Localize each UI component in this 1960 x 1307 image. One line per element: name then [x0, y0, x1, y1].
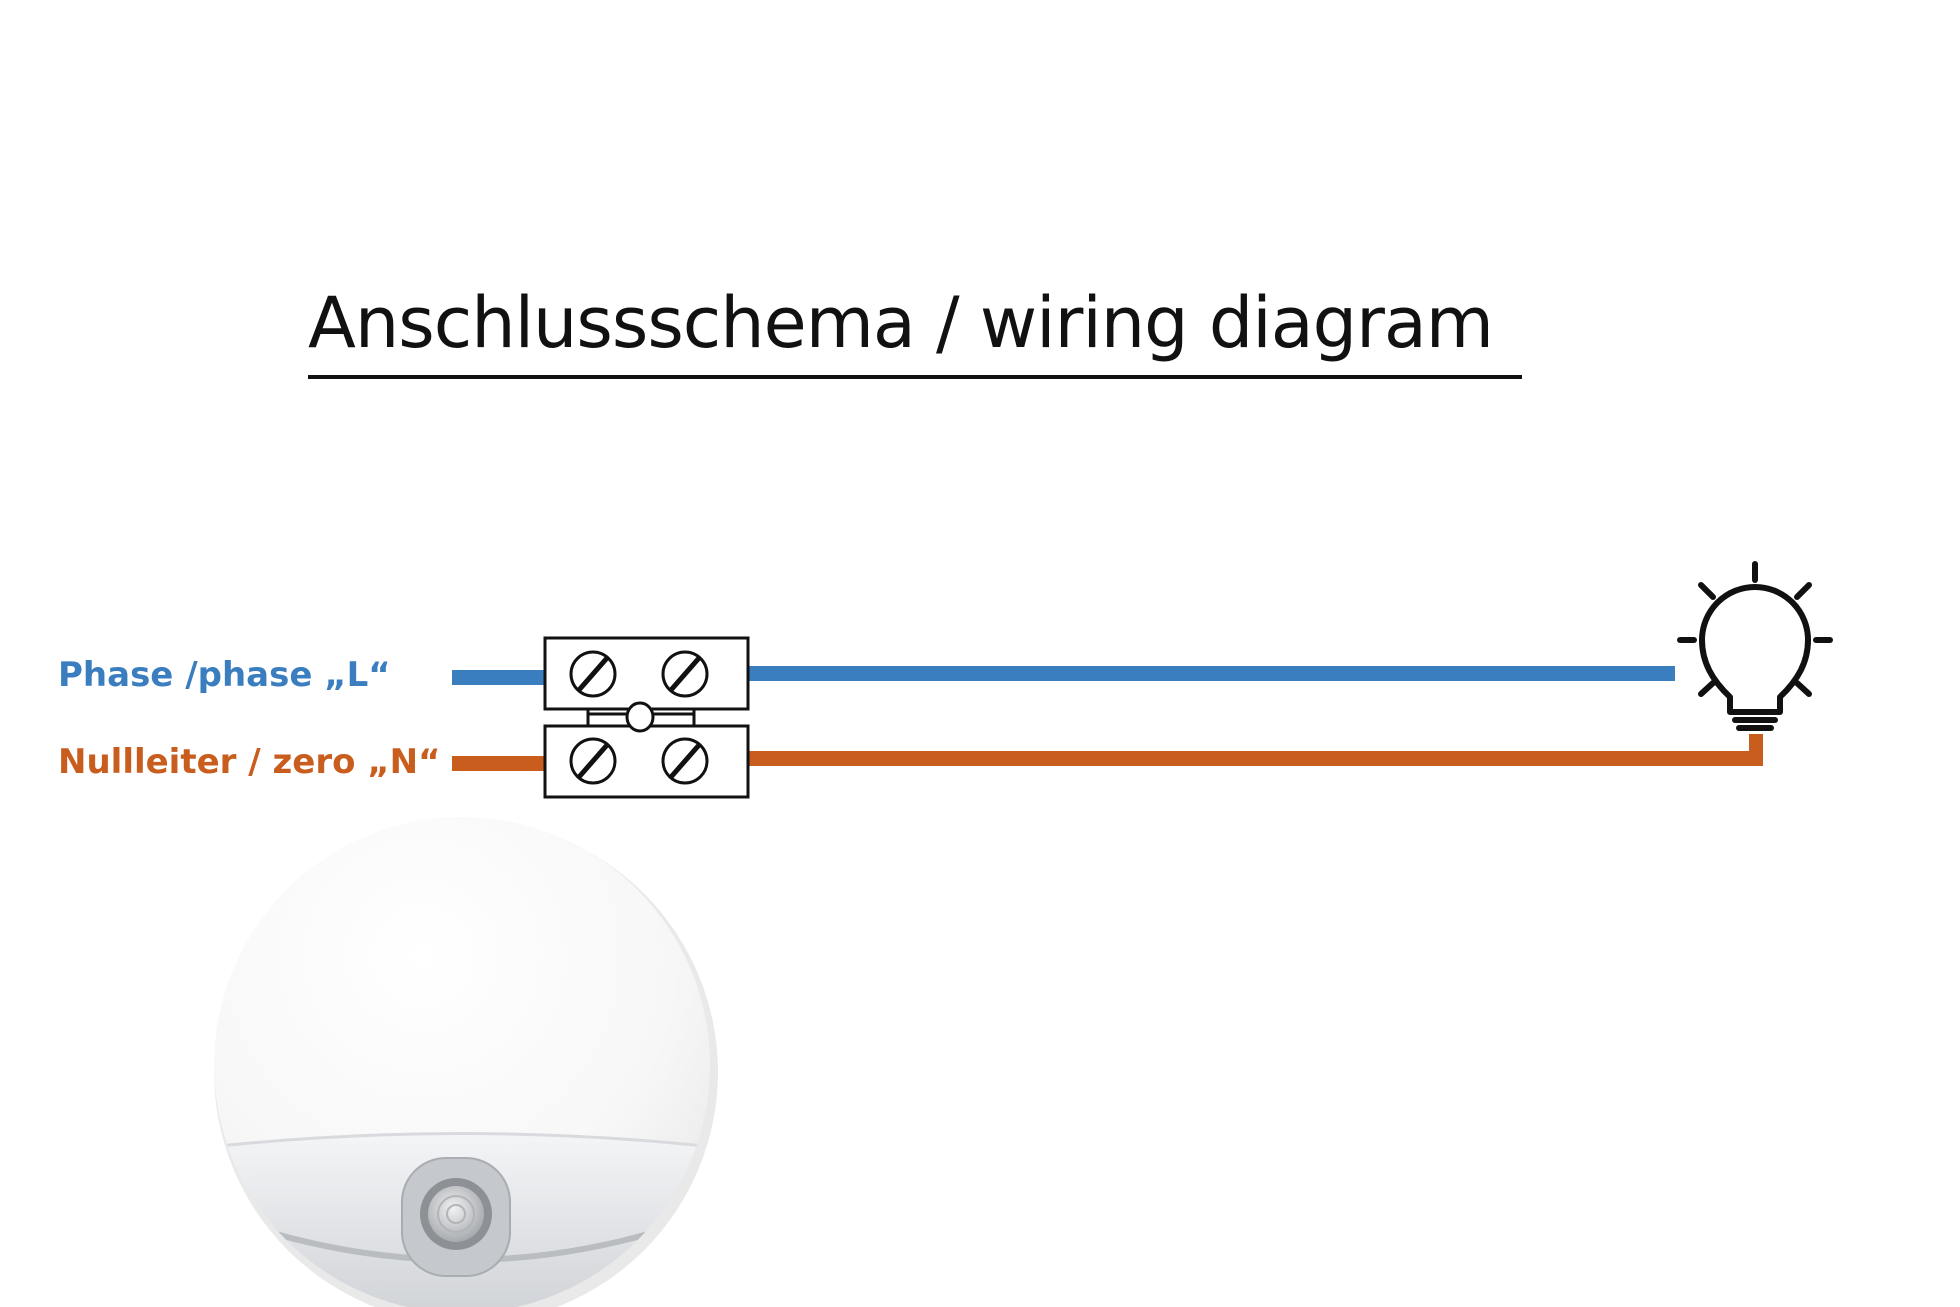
title-underline	[308, 375, 1522, 379]
phase-wire	[452, 666, 1675, 685]
neutral-wire	[452, 734, 1763, 771]
motion-sensor-icon	[401, 1157, 511, 1277]
screw-icon	[569, 650, 617, 698]
terminal-block-icon	[543, 636, 750, 799]
lamp-photo	[214, 817, 718, 1307]
screw-icon	[661, 737, 709, 785]
phase-wire-input	[452, 670, 546, 685]
phase-label: Phase /phase „L“	[58, 655, 391, 695]
bulb-rays	[1677, 561, 1833, 697]
light-bulb-icon	[1677, 561, 1833, 731]
screw-icon	[569, 737, 617, 785]
neutral-wire-output	[747, 751, 1763, 766]
page-title: Anschlussschema / wiring diagram	[308, 282, 1494, 364]
phase-wire-output	[747, 666, 1675, 681]
neutral-wire-input	[452, 756, 546, 771]
screw-icon	[661, 650, 709, 698]
neutral-wire-riser	[1749, 734, 1763, 766]
terminal-bridge	[625, 701, 655, 733]
neutral-label: Nullleiter / zero „N“	[58, 742, 441, 782]
